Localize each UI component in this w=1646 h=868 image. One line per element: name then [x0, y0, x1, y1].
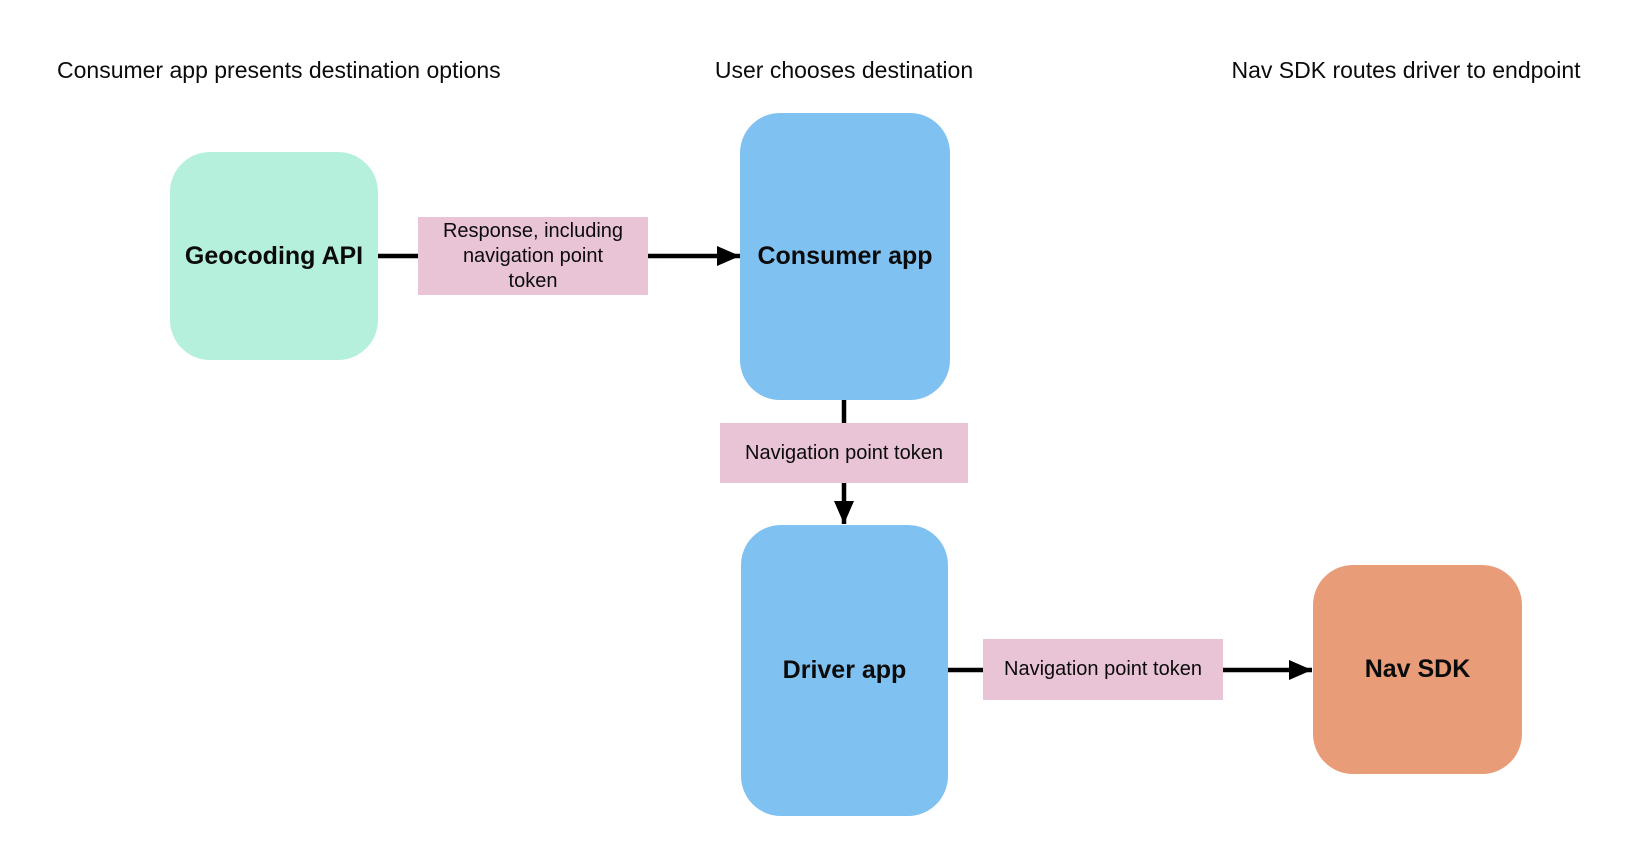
edge-label-response-text: Response, including navigation point tok…: [442, 219, 624, 292]
node-consumer-app: Consumer app: [740, 113, 950, 400]
node-consumer-app-label: Consumer app: [757, 242, 933, 270]
edge-label-navigation-point-token-1: Navigation point token: [720, 423, 968, 483]
node-geocoding-api: Geocoding API: [170, 152, 378, 360]
edge-label-navigation-point-token-2: Navigation point token: [983, 639, 1223, 700]
node-driver-app-label: Driver app: [782, 656, 907, 684]
stage-header-nav-sdk-routes: Nav SDK routes driver to endpoint: [1231, 57, 1581, 83]
node-driver-app: Driver app: [741, 525, 948, 816]
stage-header-consumer-presents: Consumer app presents destination option…: [57, 57, 501, 83]
edge-label-response-including-token: Response, including navigation point tok…: [418, 217, 648, 295]
node-nav-sdk-label: Nav SDK: [1364, 655, 1471, 683]
stage-header-user-chooses: User chooses destination: [714, 57, 974, 83]
edge-label-token-2-text: Navigation point token: [1004, 658, 1202, 680]
node-geocoding-api-label: Geocoding API: [184, 241, 364, 270]
edge-label-token-1-text: Navigation point token: [745, 441, 943, 464]
node-nav-sdk: Nav SDK: [1313, 565, 1522, 774]
